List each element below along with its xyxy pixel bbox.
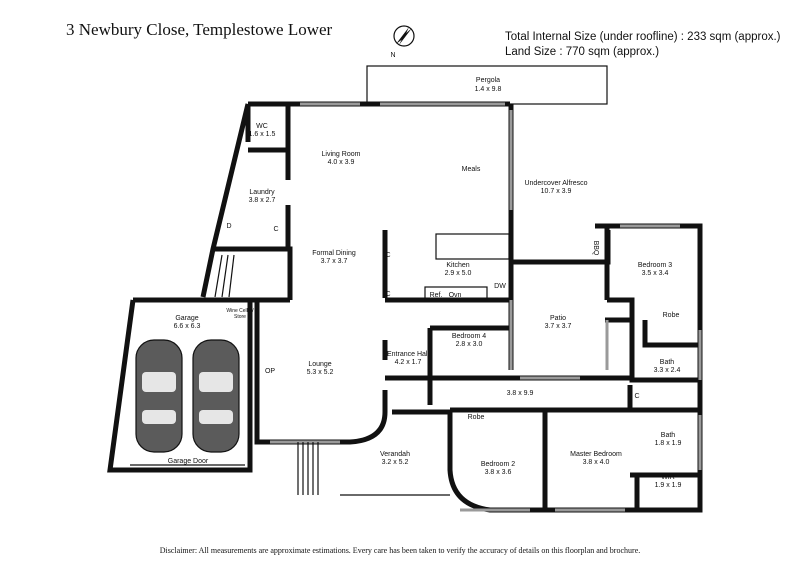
room-name-alfresco: Undercover Alfresco <box>524 180 587 187</box>
wine-cellar-label: Wine Cellar/ <box>226 308 254 314</box>
room-dims-laundry: 3.8 x 2.7 <box>249 197 276 204</box>
exterior-walls <box>200 101 703 513</box>
room-name-bath1: Bath <box>660 359 675 366</box>
internal-size: Total Internal Size (under roofline) : 2… <box>505 31 781 43</box>
room-name-bedroom4: Bedroom 4 <box>452 333 486 340</box>
cupboard-laundry: C <box>273 226 278 233</box>
cupboard-dining-1: C <box>385 252 390 259</box>
room-dims-pergola: 1.4 x 9.8 <box>475 86 502 93</box>
garage <box>107 297 253 473</box>
room-dims-entrance: 4.2 x 1.7 <box>395 359 422 366</box>
kitchen-appliances <box>424 286 488 301</box>
room-dims-lounge: 5.3 x 5.2 <box>307 369 334 376</box>
room-name-laundry: Laundry <box>249 189 275 196</box>
room-dims-patio: 3.7 x 3.7 <box>545 323 572 330</box>
room-dims-bath2: 1.8 x 1.9 <box>655 440 682 447</box>
windows <box>270 102 702 512</box>
room-name-living: Living Room <box>322 151 361 158</box>
room-name-bedroom3: Bedroom 3 <box>638 262 672 269</box>
size-summary: Total Internal Size (under roofline) : 2… <box>505 30 781 60</box>
dw-label: DW <box>494 283 506 290</box>
room-dims-garage: 6.6 x 6.3 <box>174 323 201 330</box>
room-name-wc: WC <box>256 123 268 130</box>
cupboard-dining-2: C <box>385 291 390 298</box>
room-dims-master: 3.8 x 4.0 <box>583 459 610 466</box>
robe-label-bed3: Robe <box>663 312 680 319</box>
cupboard-hall: C <box>634 393 639 400</box>
room-dims-hallway: 3.8 x 9.9 <box>507 390 534 397</box>
bbq-label: BBQ <box>592 241 599 256</box>
room-dims-bath1: 3.3 x 2.4 <box>654 367 681 374</box>
room-name-entrance: Entrance Hall <box>387 351 429 358</box>
room-name-lounge: Lounge <box>308 361 331 368</box>
north-label: N <box>390 52 395 59</box>
robe-label-bed2: Robe <box>468 414 485 421</box>
room-dims-wir: 1.9 x 1.9 <box>655 482 682 489</box>
ref-label: Ref. <box>430 292 443 299</box>
room-dims-alfresco: 10.7 x 3.9 <box>541 188 572 195</box>
store-label: Store <box>234 314 246 320</box>
land-size: Land Size : 770 sqm (approx.) <box>505 46 660 58</box>
dryer-label: D <box>226 223 231 230</box>
room-dims-bedroom4: 2.8 x 3.0 <box>456 341 483 348</box>
room-name-bedroom2: Bedroom 2 <box>481 461 515 468</box>
verandah-steps <box>297 442 450 496</box>
room-dims-living: 4.0 x 3.9 <box>328 159 355 166</box>
room-name-verandah: Verandah <box>380 451 410 458</box>
room-name-garage: Garage <box>175 315 198 322</box>
disclaimer: Disclaimer: All measurements are approxi… <box>159 546 641 555</box>
car-right <box>192 339 240 453</box>
room-dims-verandah: 3.2 x 5.2 <box>382 459 409 466</box>
room-name-meals: Meals <box>462 166 481 173</box>
op-label: OP <box>265 368 275 375</box>
room-dims-bedroom2: 3.8 x 3.6 <box>485 469 512 476</box>
compass-icon: N <box>390 25 415 59</box>
kitchen-bench <box>435 233 510 260</box>
room-name-bath2: Bath <box>661 432 676 439</box>
room-dims-bedroom3: 3.5 x 3.4 <box>642 270 669 277</box>
garage-door-label: Garage Door <box>168 458 209 465</box>
room-dims-dining: 3.7 x 3.7 <box>321 258 348 265</box>
laundry-steps <box>214 254 235 298</box>
room-dims-kitchen: 2.9 x 5.0 <box>445 270 472 277</box>
room-name-kitchen: Kitchen <box>446 262 469 269</box>
room-name-pergola: Pergola <box>476 77 500 84</box>
room-dims-wc: 1.6 x 1.5 <box>249 131 276 138</box>
oven-label: Ovn <box>449 292 462 299</box>
room-name-dining: Formal Dining <box>312 250 356 257</box>
car-left <box>135 339 183 453</box>
pergola-outline <box>366 65 608 105</box>
room-name-wir: WIR <box>661 474 675 481</box>
room-name-master: Master Bedroom <box>570 451 622 458</box>
room-name-patio: Patio <box>550 315 566 322</box>
property-address: 3 Newbury Close, Templestowe Lower <box>66 20 333 39</box>
